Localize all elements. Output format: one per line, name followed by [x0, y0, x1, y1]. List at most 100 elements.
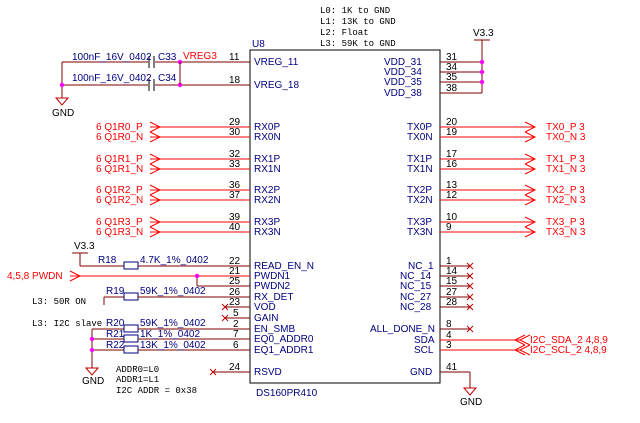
pin-number: 28: [446, 297, 458, 308]
pin-number: 4: [446, 330, 452, 341]
pin-number: 19: [446, 127, 458, 138]
pin-name: PWDN1: [254, 271, 291, 282]
level-notes: L0: 1K to GND L1: 13K to GND L2: Float L…: [320, 6, 396, 49]
pin-name: VOD: [254, 302, 276, 313]
pin-name: RX1N: [254, 164, 281, 175]
net-label-i2c-scl: I2C_SCL_2 4,8,9: [530, 345, 607, 356]
pin-number: 5: [233, 308, 239, 319]
cap-ref: C34: [158, 73, 177, 84]
pin-number: 38: [446, 83, 458, 94]
tx-pins: [440, 121, 537, 238]
pin-name: ALL_DONE_N: [370, 324, 435, 335]
net-label-vreg3: VREG3: [183, 51, 217, 62]
pin-number: 31: [446, 52, 458, 63]
net-label: TX2_N 3: [546, 195, 586, 206]
res-value: 4.7K_1%_0402: [140, 255, 209, 266]
pin-name: RX2P: [254, 185, 280, 196]
vdd-wiring: [440, 39, 490, 94]
pin-name: VDD_35: [384, 77, 422, 88]
ic-ref: U8: [252, 39, 265, 50]
pin-number: 29: [229, 117, 241, 128]
pin-number: 2: [233, 319, 239, 330]
pin-number: 7: [233, 329, 239, 340]
pin-number: 36: [229, 180, 241, 191]
note-line: L2: Float: [320, 28, 369, 38]
ic-part: DS160PR410: [256, 388, 318, 399]
pin-number: 9: [446, 222, 452, 233]
rx-pins: [149, 121, 250, 238]
pin-number: 17: [446, 149, 458, 160]
pin-number: 24: [229, 362, 241, 373]
pin-number: 15: [446, 276, 458, 287]
pin-number: 22: [229, 256, 241, 267]
pin-number: 20: [446, 117, 458, 128]
pin-name: RX2N: [254, 195, 281, 206]
res-value: 1K_1%_0402: [140, 329, 200, 340]
pin-number: 35: [446, 72, 458, 83]
pin-name: SDA: [414, 335, 435, 346]
gnd-label: GND: [82, 376, 104, 387]
net-label-pwdn: 4,5,8 PWDN: [7, 271, 63, 282]
pin-number: 10: [446, 212, 458, 223]
res-value: 13K_1%_0402: [140, 340, 206, 351]
pin-name: READ_EN_N: [254, 261, 314, 272]
pin-name: GND: [410, 367, 432, 378]
pin-name: TX0N: [407, 132, 433, 143]
net-label: 6 Q1R2_P: [96, 185, 143, 196]
pin-number: 13: [446, 180, 458, 191]
pin-name: VDD_34: [384, 67, 422, 78]
ic-body[interactable]: [249, 49, 441, 384]
pin-name: PWDN2: [254, 281, 291, 292]
net-label: 6 Q1R0_N: [96, 132, 143, 143]
res-value: 59K_1%_0402: [140, 286, 206, 297]
pin-number: 40: [229, 222, 241, 233]
pin-name: RX3N: [254, 227, 281, 238]
pin-number: 18: [229, 75, 241, 86]
pin-name: RSVD: [254, 367, 282, 378]
pin-number: 14: [446, 266, 458, 277]
pin-name: GAIN: [254, 313, 278, 324]
res-ref: R18: [98, 255, 117, 266]
net-label: TX0_P 3: [546, 122, 585, 133]
pin-name: NC_27: [400, 292, 432, 303]
net-label: 6 Q1R3_N: [96, 227, 143, 238]
net-label-i2c-sda: I2C_SDA_2 4,8,9: [530, 335, 608, 346]
note-line: L0: 1K to GND: [320, 6, 390, 16]
pin-name: RX3P: [254, 217, 280, 228]
pin-name: TX1P: [407, 154, 432, 165]
pin-name: RX0P: [254, 122, 280, 133]
pin-number: 33: [229, 159, 241, 170]
pin-name: VDD_38: [384, 88, 422, 99]
pin-number: 8: [446, 319, 452, 330]
pin-name: NC_1: [408, 261, 434, 272]
pin-name: NC_28: [400, 302, 432, 313]
pin-name: NC_14: [400, 271, 432, 282]
net-label: TX1_P 3: [546, 154, 585, 165]
pin-number: 16: [446, 159, 458, 170]
res-ref: R19: [106, 286, 125, 297]
pin-name: VREG_18: [254, 80, 299, 91]
pin-number: 39: [229, 212, 241, 223]
control-wiring: [69, 252, 250, 376]
pin-name: RX0N: [254, 132, 281, 143]
pin-number: 41: [446, 362, 458, 373]
power-label-v33: V3.3: [74, 241, 95, 252]
pin-number: 11: [229, 52, 240, 63]
net-label: 6 Q1R1_N: [96, 164, 143, 175]
note-50r: L3: 50R ON: [32, 297, 86, 307]
pin-name: EN_SMB: [254, 324, 295, 335]
pin-number: 27: [446, 287, 458, 298]
pin-number: 12: [446, 190, 458, 201]
power-label-v33: V3.3: [473, 28, 494, 39]
pin-name: TX2P: [407, 185, 432, 196]
gnd-label: GND: [460, 397, 482, 408]
net-label: 6 Q1R3_P: [96, 217, 143, 228]
pin-number: 23: [229, 297, 241, 308]
res-value: 59K_1%_0402: [140, 318, 206, 329]
pin-name: VREG_11: [254, 57, 299, 68]
note-addr1: ADDR1=L1: [116, 375, 159, 385]
pin-number: 1: [446, 256, 452, 267]
pin-name: EQ0_ADDR0: [254, 334, 314, 345]
pin-number: 3: [446, 340, 452, 351]
